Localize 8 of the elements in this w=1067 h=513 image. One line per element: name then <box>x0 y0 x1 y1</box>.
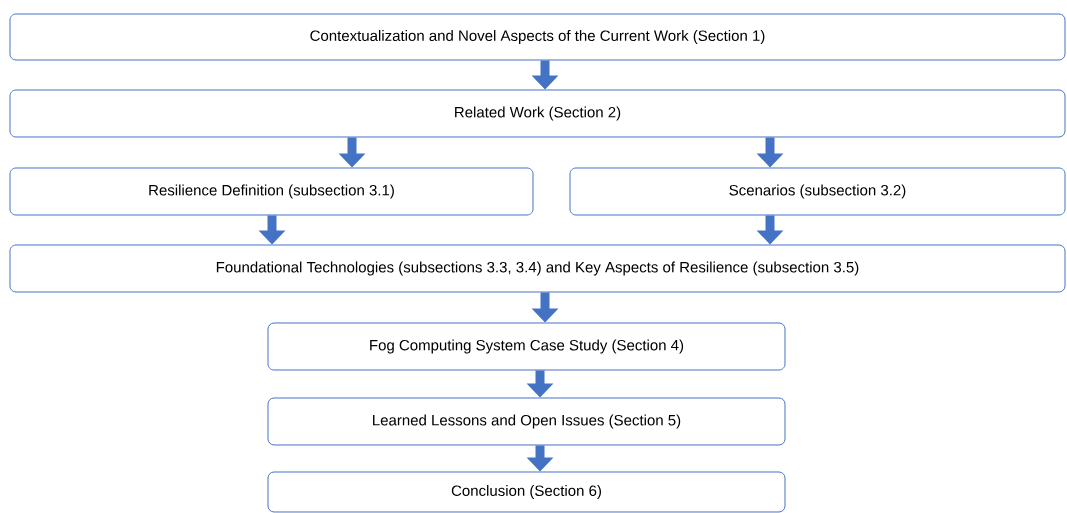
section-box: Related Work (Section 2) <box>9 89 1066 138</box>
section-box: Conclusion (Section 6) <box>267 471 786 513</box>
section-box: Learned Lessons and Open Issues (Section 5) <box>267 397 786 446</box>
section-box: Contextualization and Novel Aspects of the Current Work (Section 1) <box>9 13 1066 61</box>
section-box: Fog Computing System Case Study (Section 4) <box>267 322 786 371</box>
section-box: Scenarios (subsection 3.2) <box>569 167 1066 216</box>
section-box: Foundational Technologies (subsections 3.3, 3.4) and Key Aspects of Resilience (subsection 3.5) <box>9 244 1066 293</box>
section-box: Resilience Definition (subsection 3.1) <box>9 167 534 216</box>
